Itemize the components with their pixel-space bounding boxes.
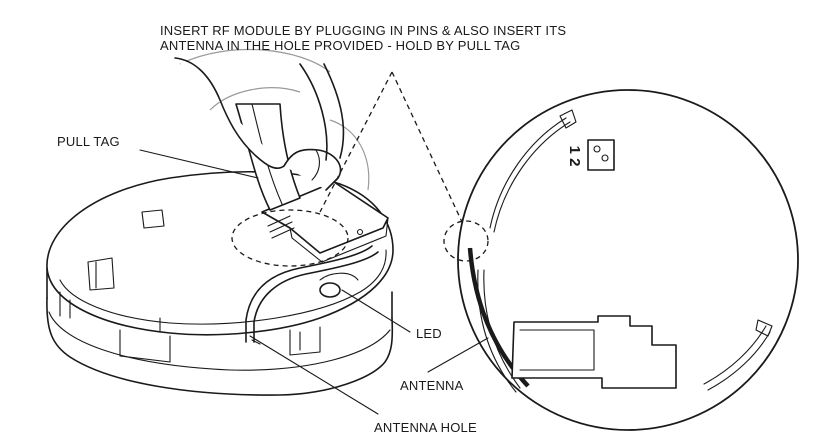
label-antenna: ANTENNA — [400, 378, 464, 393]
instruction-line-2: ANTENNA IN THE HOLE PROVIDED - HOLD BY P… — [160, 38, 566, 53]
leader-led — [342, 290, 410, 332]
instruction-text: INSERT RF MODULE BY PLUGGING IN PINS & A… — [160, 23, 566, 53]
label-pull-tag: PULL TAG — [57, 134, 120, 149]
leader-antenna — [428, 338, 488, 372]
label-led: LED — [416, 326, 442, 341]
connector-dashed-right — [392, 72, 462, 222]
zoom-circle-right — [444, 221, 488, 261]
instruction-line-1: INSERT RF MODULE BY PLUGGING IN PINS & A… — [160, 23, 566, 38]
label-antenna-hole: ANTENNA HOLE — [374, 420, 477, 435]
zoom-detail — [458, 90, 798, 430]
leader-antenna-hole — [250, 336, 378, 414]
jumper-label: 1 2 — [566, 146, 583, 167]
left-antenna-wire — [246, 246, 378, 344]
